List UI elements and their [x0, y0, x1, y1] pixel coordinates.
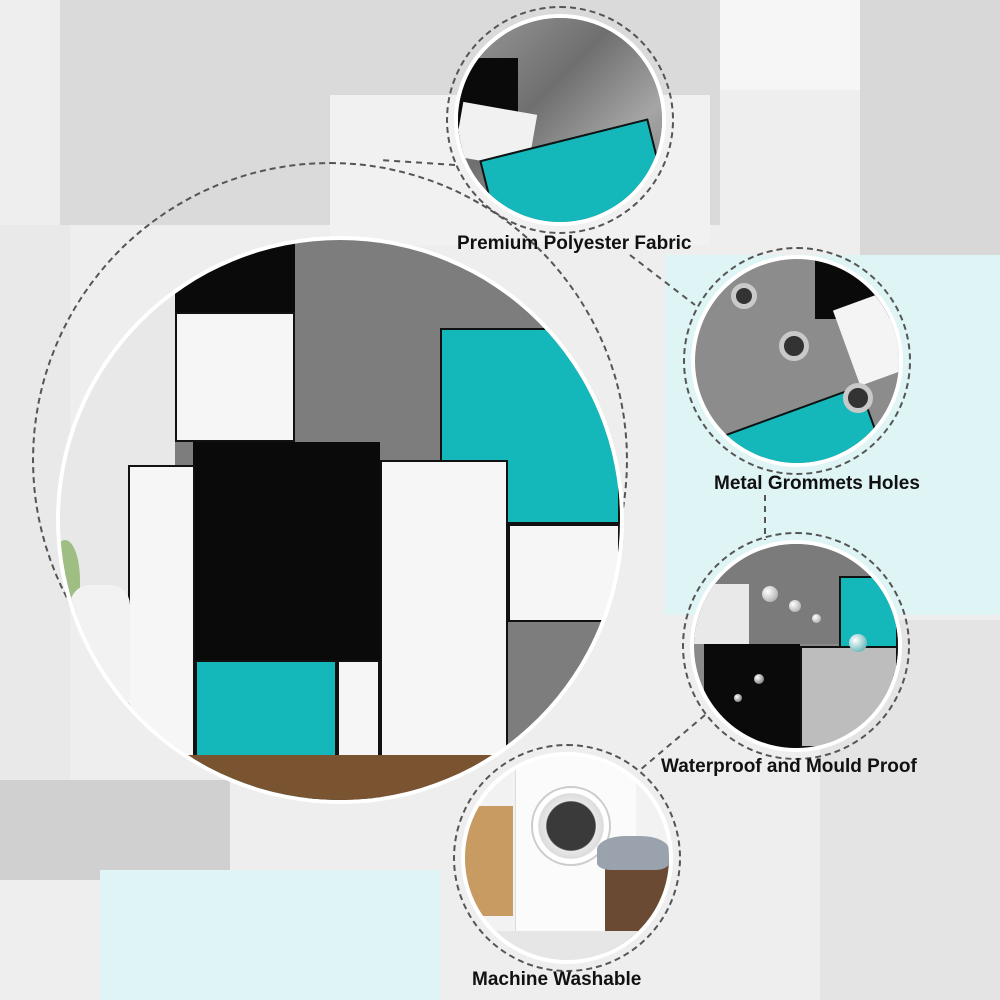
- water-droplet-icon: [849, 634, 867, 652]
- waterproof-circle-ring: [682, 532, 910, 760]
- grommet-fabric-white: [832, 292, 899, 386]
- curtain-block-white-top: [175, 312, 295, 442]
- washing-machine-door-icon: [531, 786, 611, 866]
- water-droplet-icon: [812, 614, 821, 623]
- grommets-closeup-circle: [695, 259, 899, 463]
- waterproof-white-left: [694, 584, 749, 644]
- waterproof-black-bottom: [704, 644, 800, 748]
- background-block-right-gray: [860, 0, 1000, 255]
- feature-label-grommets: Metal Grommets Holes: [714, 473, 920, 494]
- water-droplet-icon: [734, 694, 742, 702]
- feature-label-waterproof: Waterproof and Mould Proof: [661, 756, 917, 777]
- fabric-closeup-circle: [458, 18, 662, 222]
- waterproof-closeup-circle: [694, 544, 898, 748]
- washable-circle-ring: [453, 744, 681, 972]
- grommets-circle-ring: [683, 247, 911, 475]
- curtain-block-white-center: [380, 460, 508, 800]
- waterproof-light-bottom: [800, 646, 898, 748]
- fabric-circle-ring: [446, 6, 674, 234]
- background-block-bottom-left-teal: [100, 870, 440, 1000]
- curtain-block-black-top: [175, 240, 295, 312]
- main-curtain-circle: [60, 240, 620, 800]
- water-droplet-icon: [789, 600, 801, 612]
- bathtub-icon: [70, 585, 130, 735]
- water-droplet-icon: [754, 674, 764, 684]
- curtain-block-white-left: [128, 465, 195, 800]
- laundry-basket-icon: [465, 806, 513, 916]
- laundry-clothes: [597, 836, 669, 870]
- grommet-ring-2-icon: [779, 331, 809, 361]
- feature-label-fabric: Premium Polyester Fabric: [457, 233, 692, 254]
- floor-tiles: [465, 931, 669, 960]
- grommet-ring-1-icon: [731, 283, 757, 309]
- grommet-ring-3-icon: [843, 383, 873, 413]
- curtain-block-white-right: [508, 524, 620, 622]
- feature-label-washable: Machine Washable: [472, 969, 642, 990]
- curtain-block-black-center: [193, 442, 380, 660]
- water-droplet-icon: [762, 586, 778, 602]
- washing-machine-circle: [465, 756, 669, 960]
